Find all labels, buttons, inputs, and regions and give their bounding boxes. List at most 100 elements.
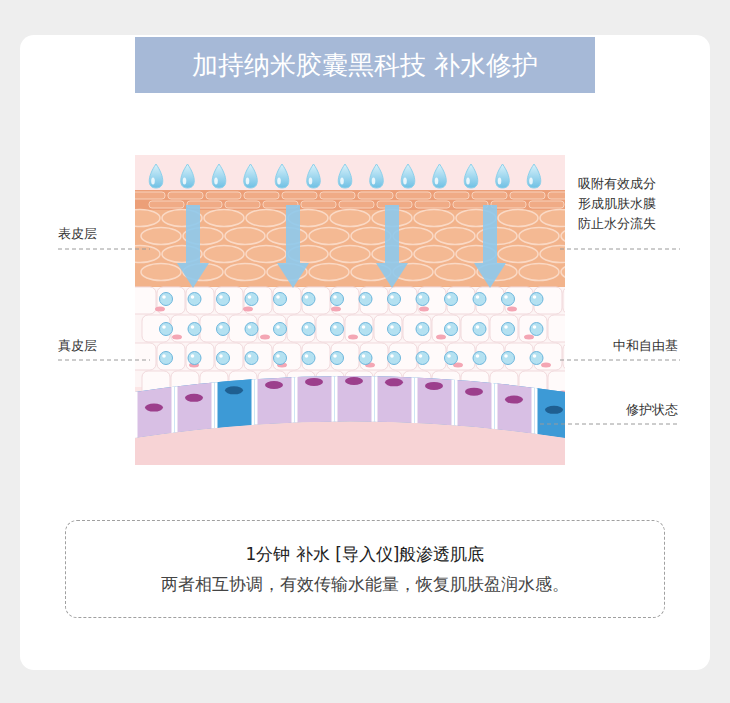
capsule-highlight <box>276 354 280 358</box>
nano-capsule <box>473 293 486 306</box>
dermis-cell <box>331 287 359 314</box>
capsule-highlight <box>476 325 480 329</box>
corneum-cell <box>168 192 203 199</box>
pink-spot <box>419 307 429 312</box>
deep-tissue <box>135 422 565 466</box>
nano-capsule <box>188 352 201 365</box>
pink-spot <box>541 363 551 368</box>
water-drop <box>527 164 541 188</box>
epidermis-cell <box>498 210 538 227</box>
capsule-highlight <box>419 325 423 329</box>
cell-nucleus <box>305 378 323 386</box>
dermis-cell <box>273 287 301 314</box>
nano-capsule <box>388 352 401 365</box>
water-drop <box>307 164 321 188</box>
dermis-cell <box>490 315 518 342</box>
capsule-highlight <box>390 354 394 358</box>
pink-spot <box>507 307 517 312</box>
leader-line <box>560 360 680 361</box>
leader-lines <box>58 249 680 424</box>
cell-nucleus <box>385 378 403 386</box>
penetration-arrow <box>177 205 209 288</box>
capsule-highlight <box>248 325 252 329</box>
epidermis-cell <box>204 210 244 227</box>
layer-label: 真皮层 <box>58 336 138 356</box>
pink-spot <box>243 307 253 312</box>
capsule-highlight <box>447 354 451 358</box>
nano-capsule <box>217 352 230 365</box>
nano-capsule <box>473 352 486 365</box>
capsule-highlight <box>219 354 223 358</box>
note-body: 两者相互协调，有效传输水能量，恢复肌肤盈润水感。 <box>147 571 583 597</box>
nano-capsule <box>445 293 458 306</box>
corneum-cell <box>548 192 565 199</box>
pink-spot <box>260 335 270 340</box>
water-drop <box>401 164 415 188</box>
corneum-cell <box>206 192 241 199</box>
nano-capsule <box>331 352 344 365</box>
nano-capsule <box>331 293 344 306</box>
dermis-cell <box>403 315 431 342</box>
dermis-cell <box>215 343 243 370</box>
capsule-highlight <box>162 325 166 329</box>
corneum-cell <box>396 192 431 199</box>
water-drop <box>338 164 352 188</box>
capsule-highlight <box>219 295 223 299</box>
nano-capsule <box>502 293 515 306</box>
leader-line <box>560 249 680 250</box>
drop-highlight <box>309 178 313 185</box>
penetration-arrow <box>376 205 408 288</box>
dermis-cell <box>316 315 344 342</box>
epidermis-cell <box>204 246 244 263</box>
nano-capsule <box>530 352 543 365</box>
dermis-cell <box>229 315 257 342</box>
corneum-cell <box>149 201 184 208</box>
capsule-highlight <box>362 354 366 358</box>
nano-capsule <box>416 293 429 306</box>
nano-capsule <box>245 323 258 336</box>
dermis-cell <box>302 343 330 370</box>
capsule-highlight <box>476 295 480 299</box>
nano-capsule <box>217 323 230 336</box>
nano-capsule <box>331 323 344 336</box>
nano-capsule <box>274 293 287 306</box>
cell-nucleus <box>225 386 243 394</box>
epidermis-cell <box>225 264 265 281</box>
capsule-highlight <box>533 295 537 299</box>
nano-capsule <box>416 323 429 336</box>
epidermis-cell <box>519 264 559 281</box>
epidermis-cell <box>246 246 286 263</box>
capsule-highlight <box>248 295 252 299</box>
dermis-cell <box>563 287 565 314</box>
corneum-cell <box>529 201 564 208</box>
capsule-highlight <box>504 295 508 299</box>
pink-spot <box>436 335 446 340</box>
capsule-highlight <box>305 295 309 299</box>
dermis-cell <box>418 343 446 370</box>
corneum-cell <box>244 192 279 199</box>
capsule-highlight <box>476 354 480 358</box>
nano-capsule <box>359 293 372 306</box>
cell-nucleus <box>545 406 563 414</box>
pink-spot <box>331 307 341 312</box>
dermis-cell <box>135 343 156 370</box>
nano-capsule <box>302 323 315 336</box>
pink-spot <box>172 335 182 340</box>
cell-nucleus <box>345 377 363 385</box>
capsule-highlight <box>162 295 166 299</box>
nano-capsule <box>473 323 486 336</box>
nano-capsule <box>274 323 287 336</box>
drop-highlight <box>466 178 470 185</box>
dermis-cell <box>345 315 373 342</box>
basal-cell <box>536 362 565 442</box>
epidermis-cell <box>561 228 565 245</box>
dermis-cell <box>461 315 489 342</box>
epidermis-cell <box>540 210 565 227</box>
corneum-cell <box>339 201 374 208</box>
nano-capsule <box>359 323 372 336</box>
pink-spot <box>524 335 534 340</box>
dermis-cell <box>519 315 547 342</box>
dermis-cell <box>186 287 214 314</box>
water-drop <box>433 164 447 188</box>
dermis-cell <box>186 343 214 370</box>
